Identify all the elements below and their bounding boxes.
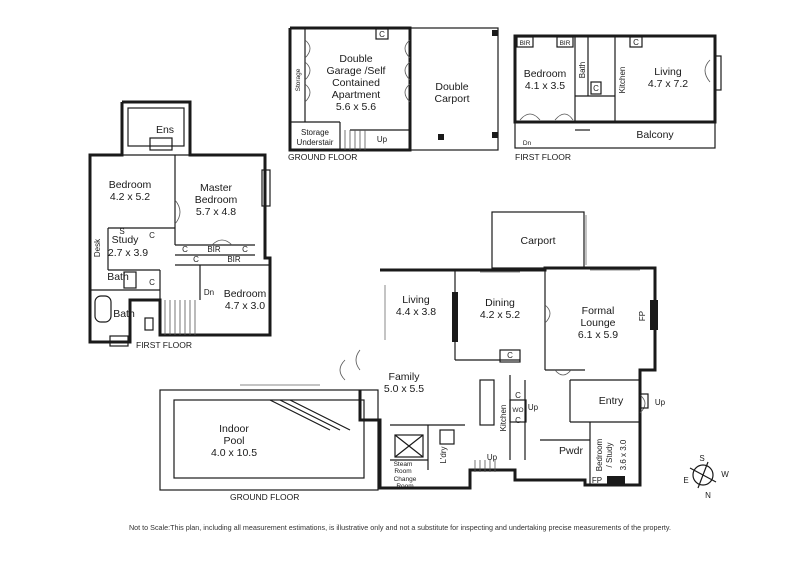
double-carport-label-2: Carport <box>434 93 469 105</box>
entry-label: Entry <box>599 395 624 407</box>
wall-oven-label: WO <box>512 407 523 414</box>
master-bedroom-size: 5.7 x 4.8 <box>196 206 236 218</box>
entry-up-label: Up <box>655 398 666 407</box>
living-size: 4.4 x 3.8 <box>396 306 436 318</box>
storage-understair-label-1: Storage <box>301 128 330 137</box>
ff-bir-lower-label: BIR <box>227 255 241 264</box>
apt-bedroom-label: Bedroom <box>524 68 567 80</box>
apt-living-label: Living <box>654 66 682 78</box>
indoor-pool-label-2: Pool <box>223 435 244 447</box>
disclaimer: Not to Scale:This plan, including all me… <box>128 523 671 532</box>
master-bedroom-label-2: Bedroom <box>195 194 238 206</box>
change-room-label-2: Room <box>396 483 413 490</box>
apartment-first-floor-title: FIRST FLOOR <box>515 152 571 162</box>
ff-bedroom-1-size: 4.2 x 5.2 <box>110 191 150 203</box>
kitchen-label: Kitchen <box>499 405 508 432</box>
compass-north: N <box>705 491 711 500</box>
formal-lounge-fp-label: FP <box>638 311 647 321</box>
indoor-pool-size: 4.0 x 10.5 <box>211 447 257 459</box>
compass-south: S <box>699 454 704 463</box>
apt-balcony-label: Balcony <box>636 129 674 141</box>
ff-study-label: Study <box>112 234 140 246</box>
dining-size: 4.2 x 5.2 <box>480 309 520 321</box>
garage-apartment-label-4: Apartment <box>332 89 381 101</box>
ff-bath-label: Bath <box>113 308 135 320</box>
apt-bir-right-label: BIR <box>560 40 571 47</box>
bedroom-study-size: 3.6 x 3.0 <box>619 439 628 470</box>
steam-room-label-1: Steam <box>394 461 413 468</box>
laundry-label: L'dry <box>439 446 448 463</box>
garage-apartment-label-2: Garage /Self <box>327 65 386 77</box>
apt-stair-dn-label: Dn <box>523 140 532 147</box>
apt-bath-c-label: C <box>593 84 599 93</box>
garage-ground-floor-plan <box>288 26 499 152</box>
formal-lounge-size: 6.1 x 5.9 <box>578 329 618 341</box>
garage-apartment-size: 5.6 x 5.6 <box>336 101 376 113</box>
main-ground-floor-title: GROUND FLOOR <box>230 492 299 502</box>
ff-small-bath-label: Bath <box>107 271 129 283</box>
apt-bedroom-size: 4.1 x 3.5 <box>525 80 565 92</box>
apt-bir-left-label: BIR <box>520 40 531 47</box>
ff-bir-upper-label: BIR <box>207 245 221 254</box>
ff-stair-dn-label: Dn <box>204 288 214 297</box>
main-ground-floor-plan <box>159 211 658 491</box>
apt-kitchen-label: Kitchen <box>618 67 627 94</box>
ensuite-label: Ens <box>156 124 174 136</box>
compass-east: E <box>683 476 688 485</box>
apt-bath-label: Bath <box>578 62 587 78</box>
storage-understair-label-2: Understair <box>297 138 334 147</box>
bedroom-study-label-2: / Study <box>605 443 614 468</box>
compass-rose <box>689 461 717 489</box>
master-bedroom-label-1: Master <box>200 182 233 194</box>
garage-apartment-label-1: Double <box>339 53 372 65</box>
ff-bath-c-label: C <box>149 278 155 287</box>
compass-west: W <box>721 470 729 479</box>
garage-apartment-label-3: Contained <box>332 77 380 89</box>
bedroom-study-fp-label: FP <box>592 476 602 485</box>
dining-label: Dining <box>485 297 515 309</box>
ff-study-c-label: C <box>149 231 155 240</box>
apt-kitchen-c-label: C <box>633 38 639 47</box>
ff-desk-label: Desk <box>93 238 102 257</box>
living-label: Living <box>402 294 430 306</box>
main-first-floor-plan <box>88 100 272 347</box>
laundry-up-label: Up <box>487 453 498 462</box>
family-label: Family <box>389 371 421 383</box>
ff-bir-upper-c-left-label: C <box>182 245 188 254</box>
formal-lounge-label-2: Lounge <box>580 317 615 329</box>
garage-ground-floor-title: GROUND FLOOR <box>288 152 357 162</box>
kitchen-c-lower-label: C <box>515 416 521 425</box>
garage-storage-c-label: C <box>379 30 385 39</box>
indoor-pool-label-1: Indoor <box>219 423 249 435</box>
bedroom-study-label-1: Bedroom <box>595 438 604 471</box>
kitchen-c-upper-label: C <box>515 391 521 400</box>
steam-room-label-2: Room <box>394 468 411 475</box>
apt-living-size: 4.7 x 7.2 <box>648 78 688 90</box>
ff-bedroom-1-label: Bedroom <box>109 179 152 191</box>
ff-bir-lower-c-label: C <box>193 255 199 264</box>
powder-room-label: Pwdr <box>559 445 583 457</box>
family-size: 5.0 x 5.5 <box>384 383 424 395</box>
dining-c-label: C <box>507 351 513 360</box>
garage-storage-label: Storage <box>295 68 302 91</box>
ff-bedroom-2-label: Bedroom <box>224 288 267 300</box>
apartment-first-floor-plan <box>513 34 722 149</box>
double-carport-label-1: Double <box>435 81 468 93</box>
kitchen-stair-up-label: Up <box>528 403 539 412</box>
ff-bedroom-2-size: 4.7 x 3.0 <box>225 300 265 312</box>
formal-lounge-label-1: Formal <box>582 305 615 317</box>
ff-study-s-label: S <box>119 227 124 236</box>
ff-study-size: 2.7 x 3.9 <box>108 247 148 259</box>
main-first-floor-title: FIRST FLOOR <box>136 340 192 350</box>
ff-bir-upper-c-right-label: C <box>242 245 248 254</box>
change-room-label-1: Change <box>394 476 417 483</box>
carport-label: Carport <box>520 235 555 247</box>
garage-stair-up-label: Up <box>377 135 388 144</box>
